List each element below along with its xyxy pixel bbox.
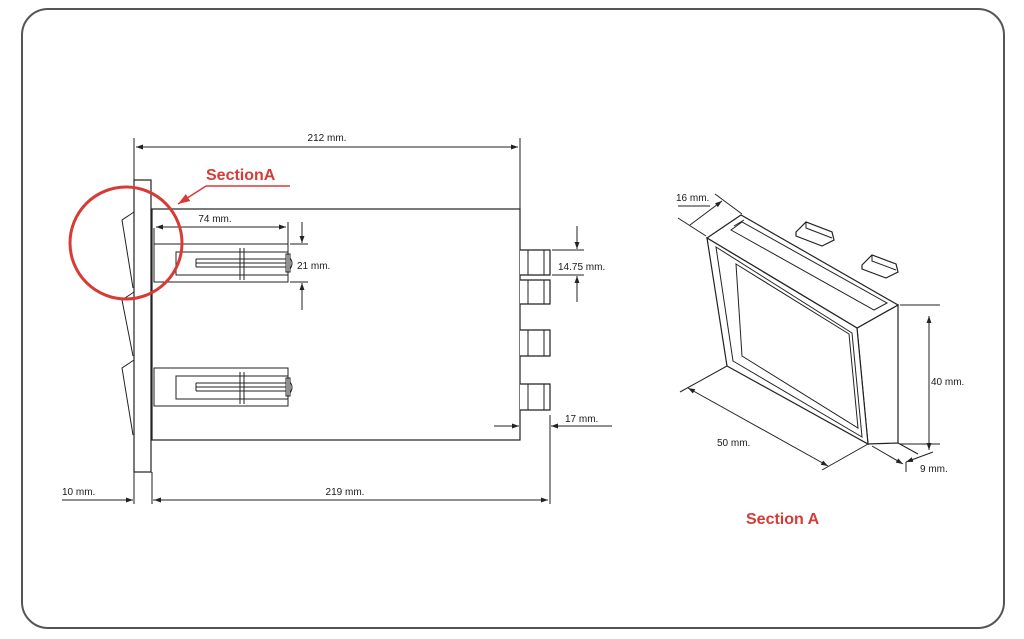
dim-219: 219 mm. <box>326 487 365 498</box>
dim-21: 21 mm. <box>297 261 330 272</box>
section-circle <box>68 185 184 301</box>
dim-74: 74 mm. <box>198 214 231 225</box>
dim-50: 50 mm. <box>717 438 750 449</box>
dim-40: 40 mm. <box>931 377 964 388</box>
section-a-view: 16 mm. 40 mm. 50 mm. 9 mm. Section A <box>676 193 964 528</box>
section-a-title: Section A <box>746 511 820 528</box>
bezel-clips <box>121 211 135 436</box>
front-bezel <box>133 179 152 473</box>
frame-border <box>21 8 1005 629</box>
dim-212: 212 mm. <box>308 133 347 144</box>
main-body <box>151 208 521 441</box>
dim-17: 17 mm. <box>565 414 598 425</box>
dim-16: 16 mm. <box>676 193 709 204</box>
section-a-label: SectionA <box>206 167 276 184</box>
side-view: 212 mm. 74 mm. 21 mm. 14.75 mm. 17 mm. 2… <box>62 133 612 504</box>
dim-9: 9 mm. <box>920 464 948 475</box>
dim-10: 10 mm. <box>62 487 95 498</box>
lower-latch <box>153 367 293 407</box>
dim-14-75: 14.75 mm. <box>558 262 605 273</box>
upper-latch <box>153 243 293 283</box>
rear-connectors <box>520 249 551 411</box>
